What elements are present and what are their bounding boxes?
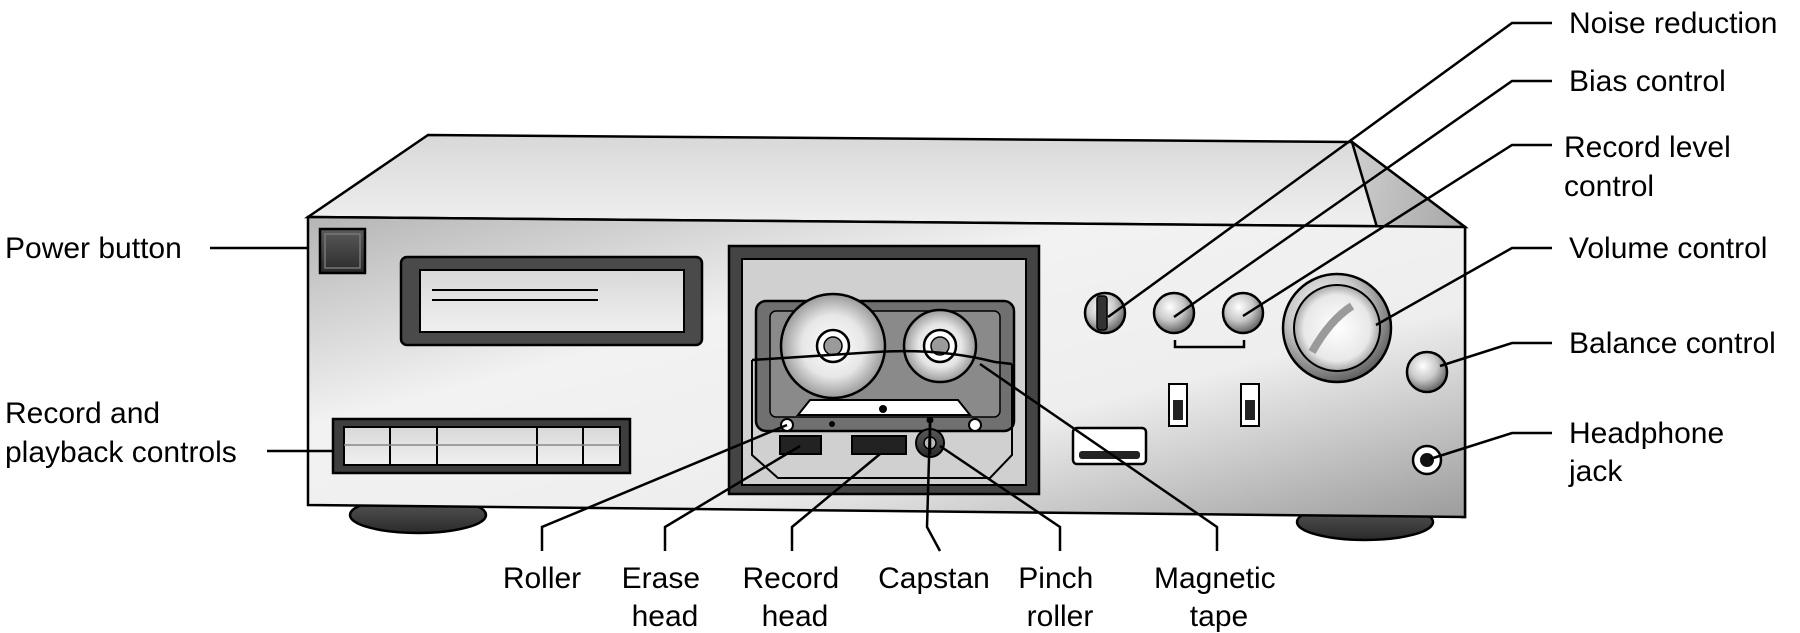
erase-head-shape <box>779 435 822 455</box>
label-record-level-line-1: Record level <box>1564 131 1731 164</box>
label-headphone-jack-line-1: Headphone <box>1569 417 1724 450</box>
label-record-head-line-2: head <box>762 600 829 633</box>
deck-top-panel <box>304 133 1469 229</box>
deck-body <box>304 133 1469 542</box>
label-record-head-line-1: Record <box>742 562 839 595</box>
label-record-level: Record level control <box>1564 131 1739 203</box>
noise-reduction-knob <box>1083 291 1127 335</box>
label-magnetic-tape: Magnetic tape <box>1154 562 1284 633</box>
label-pinch-roller-line-1: Pinch <box>1018 562 1093 595</box>
tape-path <box>751 349 1013 366</box>
label-volume-control: Volume control <box>1569 232 1767 265</box>
labels: Power button Record and playback control… <box>5 7 1777 633</box>
label-power-button: Power button <box>5 232 182 265</box>
label-bias-control: Bias control <box>1569 65 1726 98</box>
cassette-compartment <box>727 244 1041 496</box>
label-capstan: Capstan <box>878 562 990 595</box>
label-record-playback-line-2: playback controls <box>5 436 237 469</box>
record-head-shape <box>851 435 907 455</box>
label-erase-head-line-1: Erase <box>622 562 700 595</box>
record-level-knob <box>1221 291 1265 335</box>
label-pinch-roller-line-2: roller <box>1027 600 1094 633</box>
label-erase-head-line-2: head <box>632 600 699 633</box>
leader-lines <box>210 21 1552 552</box>
label-balance-control: Balance control <box>1569 327 1776 360</box>
label-magnetic-tape-line-2: tape <box>1190 600 1248 633</box>
power-button-shape <box>318 227 367 275</box>
label-erase-head: Erase head <box>622 562 709 633</box>
label-record-playback-line-1: Record and <box>5 397 160 430</box>
volume-knob <box>1281 272 1393 384</box>
label-record-level-line-2: control <box>1564 170 1654 203</box>
label-headphone-jack: Headphone jack <box>1568 417 1733 488</box>
label-magnetic-tape-line-1: Magnetic <box>1154 562 1276 595</box>
label-roller: Roller <box>503 562 581 595</box>
bias-control-knob <box>1152 291 1196 335</box>
label-record-playback: Record and playback controls <box>5 397 237 469</box>
balance-knob <box>1405 350 1449 394</box>
label-noise-reduction: Noise reduction <box>1569 7 1777 40</box>
transport-buttons <box>331 417 632 475</box>
label-pinch-roller: Pinch roller <box>1018 562 1101 633</box>
label-headphone-jack-line-2: jack <box>1568 455 1623 488</box>
label-record-head: Record head <box>742 562 847 633</box>
